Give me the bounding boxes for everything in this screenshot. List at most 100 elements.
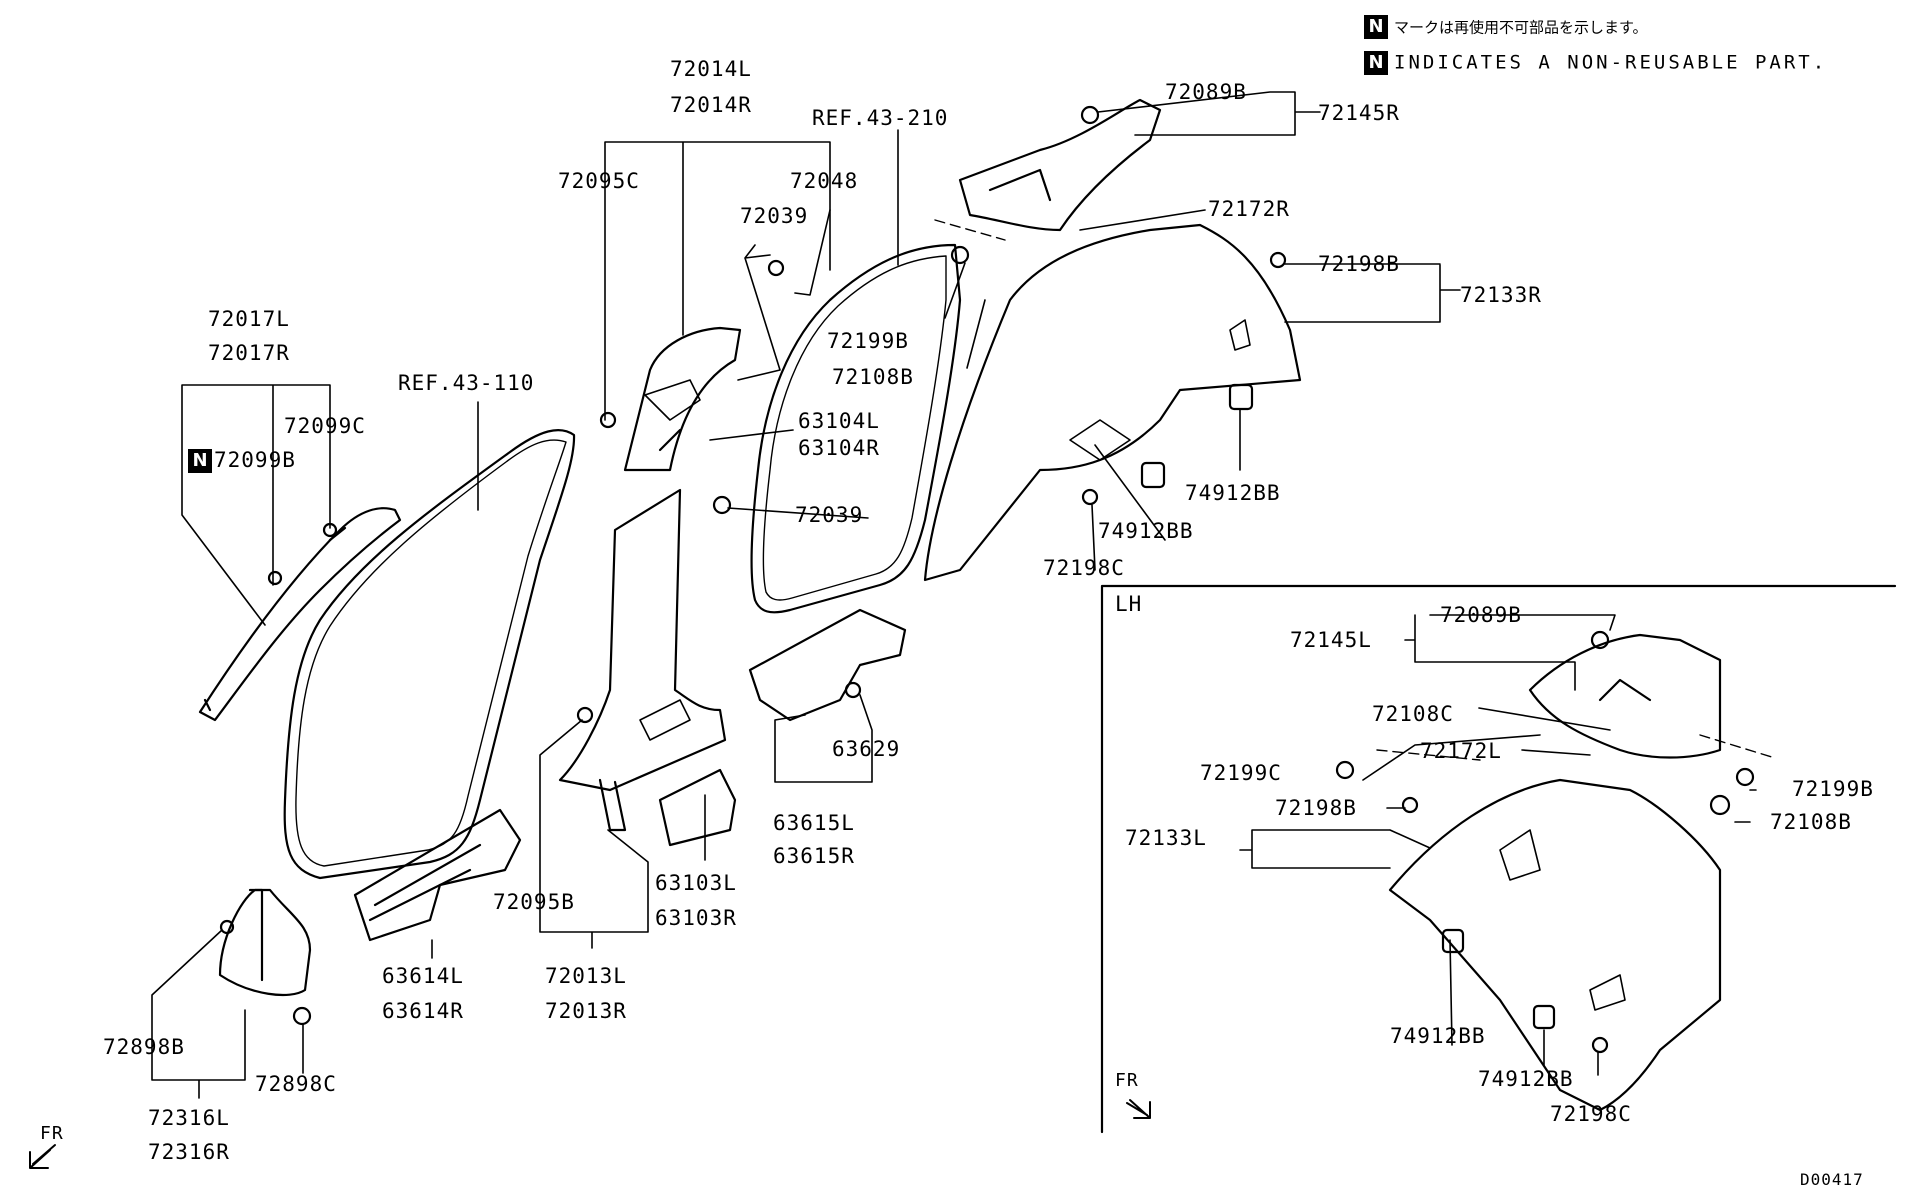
rh-clip-72199B [950,245,970,265]
lh-clip-72199C [1335,760,1355,780]
clip-72898C-shape [292,1006,312,1026]
label-ref43-110[interactable]: REF.43-110 [398,371,535,395]
label-72898B[interactable]: 72898B [103,1035,185,1059]
label-72039-upper[interactable]: 72039 [740,204,809,228]
label-72133R[interactable]: 72133R [1460,283,1542,307]
quarter-lower-rh [923,223,1302,582]
fr-arrow-lh [1126,1099,1151,1119]
label-63615L[interactable]: 63615L [773,811,855,835]
scuff-rear [748,608,907,722]
label-72145R[interactable]: 72145R [1318,101,1400,125]
label-72133L[interactable]: 72133L [1125,826,1207,850]
label-72108B-rh[interactable]: 72108B [832,365,914,389]
label-72199B-rh[interactable]: 72199B [827,329,909,353]
quarter-upper-rh [958,98,1162,232]
label-72108B-lh[interactable]: 72108B [1770,810,1852,834]
rh-clip-72089B [1080,105,1100,125]
clip-72898B [219,919,235,935]
nonreusable-symbol: N [1364,51,1388,75]
label-72039-lower[interactable]: 72039 [795,503,864,527]
clip-72039-upper [767,259,785,277]
label-72013L[interactable]: 72013L [545,964,627,988]
label-72898C[interactable]: 72898C [255,1072,337,1096]
label-72316L[interactable]: 72316L [148,1106,230,1130]
label-72014R[interactable]: 72014R [670,93,752,117]
label-72013R[interactable]: 72013R [545,999,627,1023]
label-63103L[interactable]: 63103L [655,871,737,895]
label-63629[interactable]: 63629 [832,737,901,761]
rh-clip-72198B [1269,251,1287,269]
fr-arrow-main [29,1144,56,1169]
label-72108C[interactable]: 72108C [1372,702,1454,726]
rh-clip-74912BB-2 [1140,461,1166,489]
label-63614L[interactable]: 63614L [382,964,464,988]
section-lh: LH [1115,592,1143,616]
label-72198C-rh[interactable]: 72198C [1043,556,1125,580]
legend-en: N INDICATES A NON-REUSABLE PART. [1364,51,1827,75]
clip-72039-lower [712,495,732,515]
label-72095C[interactable]: 72095C [558,169,640,193]
label-72095B[interactable]: 72095B [493,890,575,914]
label-72014L[interactable]: 72014L [670,57,752,81]
clip-72095B [576,706,594,724]
label-63104R[interactable]: 63104R [798,436,880,460]
label-74912BB-lh2[interactable]: 74912BB [1478,1067,1574,1091]
label-72017R[interactable]: 72017R [208,341,290,365]
lh-clip-72108B [1709,794,1731,816]
lh-clip-72199B [1735,767,1755,787]
fr-label-main: FR [40,1123,64,1144]
b-pillar-lower [558,488,727,792]
label-72089B-lh[interactable]: 72089B [1440,603,1522,627]
lh-clip-72089B [1590,630,1610,650]
a-pillar-trim [198,507,402,722]
label-63104L[interactable]: 63104L [798,409,880,433]
lh-clip-74912BB-2 [1532,1004,1556,1030]
label-72316R[interactable]: 72316R [148,1140,230,1164]
label-72099C[interactable]: 72099C [284,414,366,438]
nonreusable-symbol: N [1364,15,1388,39]
clip-63629 [844,681,862,699]
legend-jp: N マークは再使用不可部品を示します。 [1364,15,1648,39]
rh-clip-74912BB-1 [1228,383,1254,411]
kick-panel [218,888,312,997]
label-72199B-lh[interactable]: 72199B [1792,777,1874,801]
lh-clip-72198B [1401,796,1419,814]
quarter-upper-lh [1528,633,1722,759]
b-pillar-upper [623,326,742,472]
scuff-center [658,768,737,847]
scuff-front [353,808,522,942]
nonreusable-symbol: N [188,449,212,473]
label-63615R[interactable]: 63615R [773,844,855,868]
diagram-code: D00417 [1800,1170,1864,1189]
label-74912BB-rh2[interactable]: 74912BB [1098,519,1194,543]
label-72089B-rh[interactable]: 72089B [1165,80,1247,104]
label-72145L[interactable]: 72145L [1290,628,1372,652]
label-72099B-text: 72099B [214,448,296,472]
label-72198B-rh[interactable]: 72198B [1318,252,1400,276]
label-72198B-lh[interactable]: 72198B [1275,796,1357,820]
label-63614R[interactable]: 63614R [382,999,464,1023]
label-72172R[interactable]: 72172R [1208,197,1290,221]
label-74912BB-rh1[interactable]: 74912BB [1185,481,1281,505]
lh-inset-frame [1100,584,1897,1134]
lh-clip-74912BB-1 [1441,928,1465,954]
label-72017L[interactable]: 72017L [208,307,290,331]
lh-clip-72198C [1591,1036,1609,1054]
label-72172L[interactable]: 72172L [1420,739,1502,763]
label-72199C[interactable]: 72199C [1200,761,1282,785]
label-72198C-lh[interactable]: 72198C [1550,1102,1632,1126]
label-ref43-210[interactable]: REF.43-210 [812,106,949,130]
quarter-lower-lh [1388,778,1722,1112]
label-63103R[interactable]: 63103R [655,906,737,930]
label-74912BB-lh1[interactable]: 74912BB [1390,1024,1486,1048]
label-72048[interactable]: 72048 [790,169,859,193]
clip-72095C [599,411,617,429]
weatherstrip-rear [750,243,962,614]
legend-jp-text: マークは再使用不可部品を示します。 [1394,18,1648,37]
legend-en-text: INDICATES A NON-REUSABLE PART. [1394,51,1828,74]
fr-label-lh: FR [1115,1070,1139,1091]
weatherstrip-front [283,428,576,880]
rh-clip-72198C [1081,488,1099,506]
